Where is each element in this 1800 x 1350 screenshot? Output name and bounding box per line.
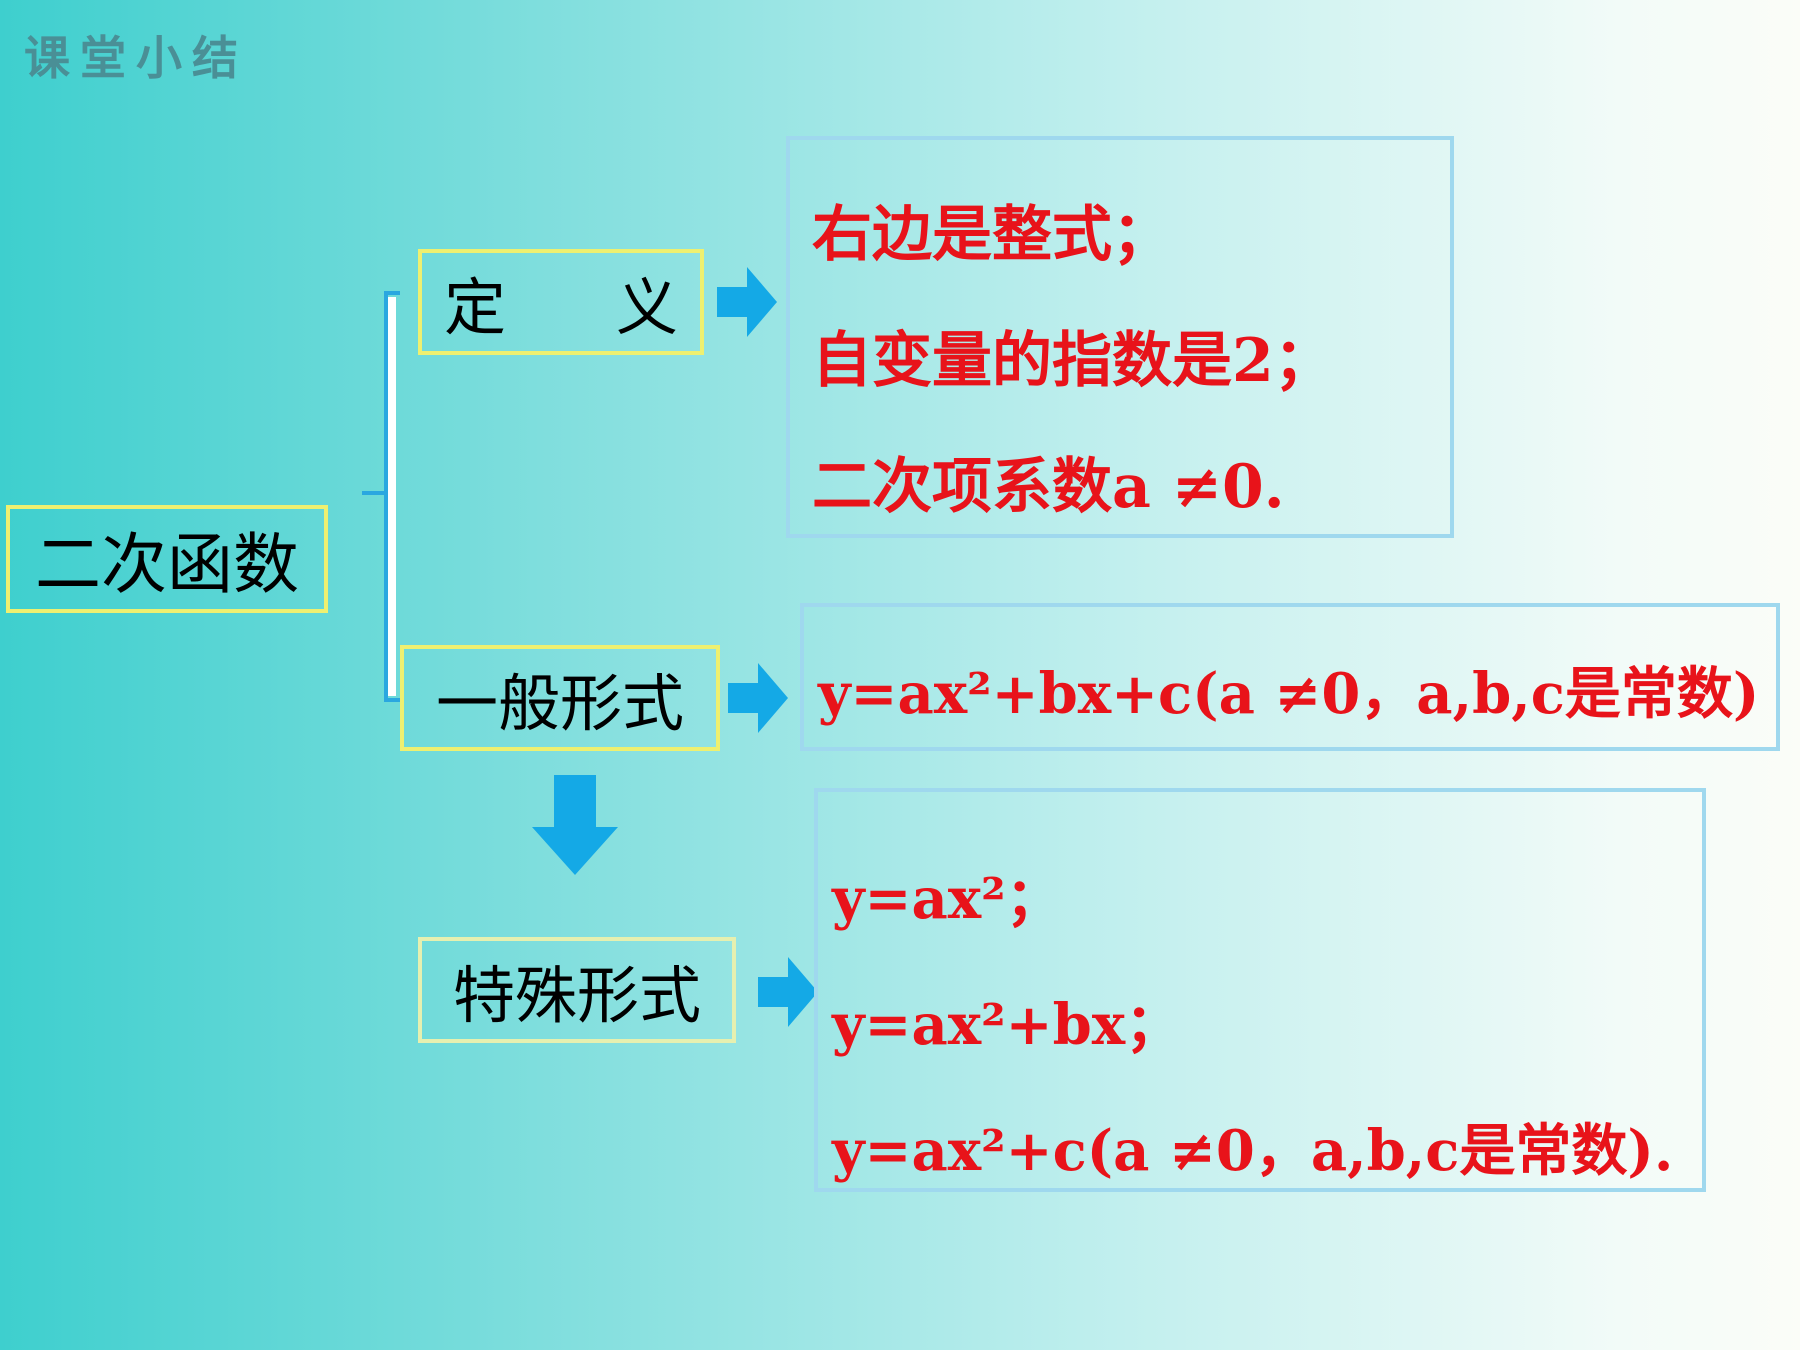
arrow-right-icon (728, 663, 788, 733)
brace-connector (362, 291, 400, 702)
general-form-label: 一般形式 (435, 667, 684, 740)
special-form-content-box: y=ax²； y=ax²+bx； y=ax²+c(a ≠0，a,b,c是常数). (814, 788, 1706, 1192)
arrow-right-icon (758, 957, 818, 1027)
page-title: 课堂小结 (24, 31, 248, 85)
definition-node: 定 义 (418, 249, 704, 355)
general-form-content-box: y=ax²+bx+c(a ≠0，a,b,c是常数) (800, 603, 1780, 751)
special-form-line-2: y=ax²+bx； (832, 992, 1182, 1058)
special-form-line-1: y=ax²； (832, 866, 1062, 932)
definition-line-1: 右边是整式； (812, 200, 1172, 270)
general-form-formula: y=ax²+bx+c(a ≠0，a,b,c是常数) (818, 661, 1760, 727)
arrow-right-icon (717, 267, 777, 337)
definition-content-box: 右边是整式； 自变量的指数是2； 二次项系数a ≠0. (786, 136, 1454, 538)
root-node: 二次函数 (6, 505, 328, 613)
root-node-label: 二次函数 (35, 526, 299, 603)
definition-line-3: 二次项系数a ≠0. (812, 452, 1285, 522)
definition-label-right: 义 (615, 271, 678, 344)
special-form-label: 特殊形式 (452, 959, 701, 1032)
special-form-node: 特殊形式 (418, 937, 736, 1043)
definition-line-2: 自变量的指数是2； (812, 326, 1334, 396)
definition-label-left: 定 (444, 271, 507, 344)
special-form-line-3: y=ax²+c(a ≠0，a,b,c是常数). (832, 1118, 1674, 1184)
general-form-node: 一般形式 (400, 645, 720, 751)
arrow-down-icon (532, 775, 618, 875)
